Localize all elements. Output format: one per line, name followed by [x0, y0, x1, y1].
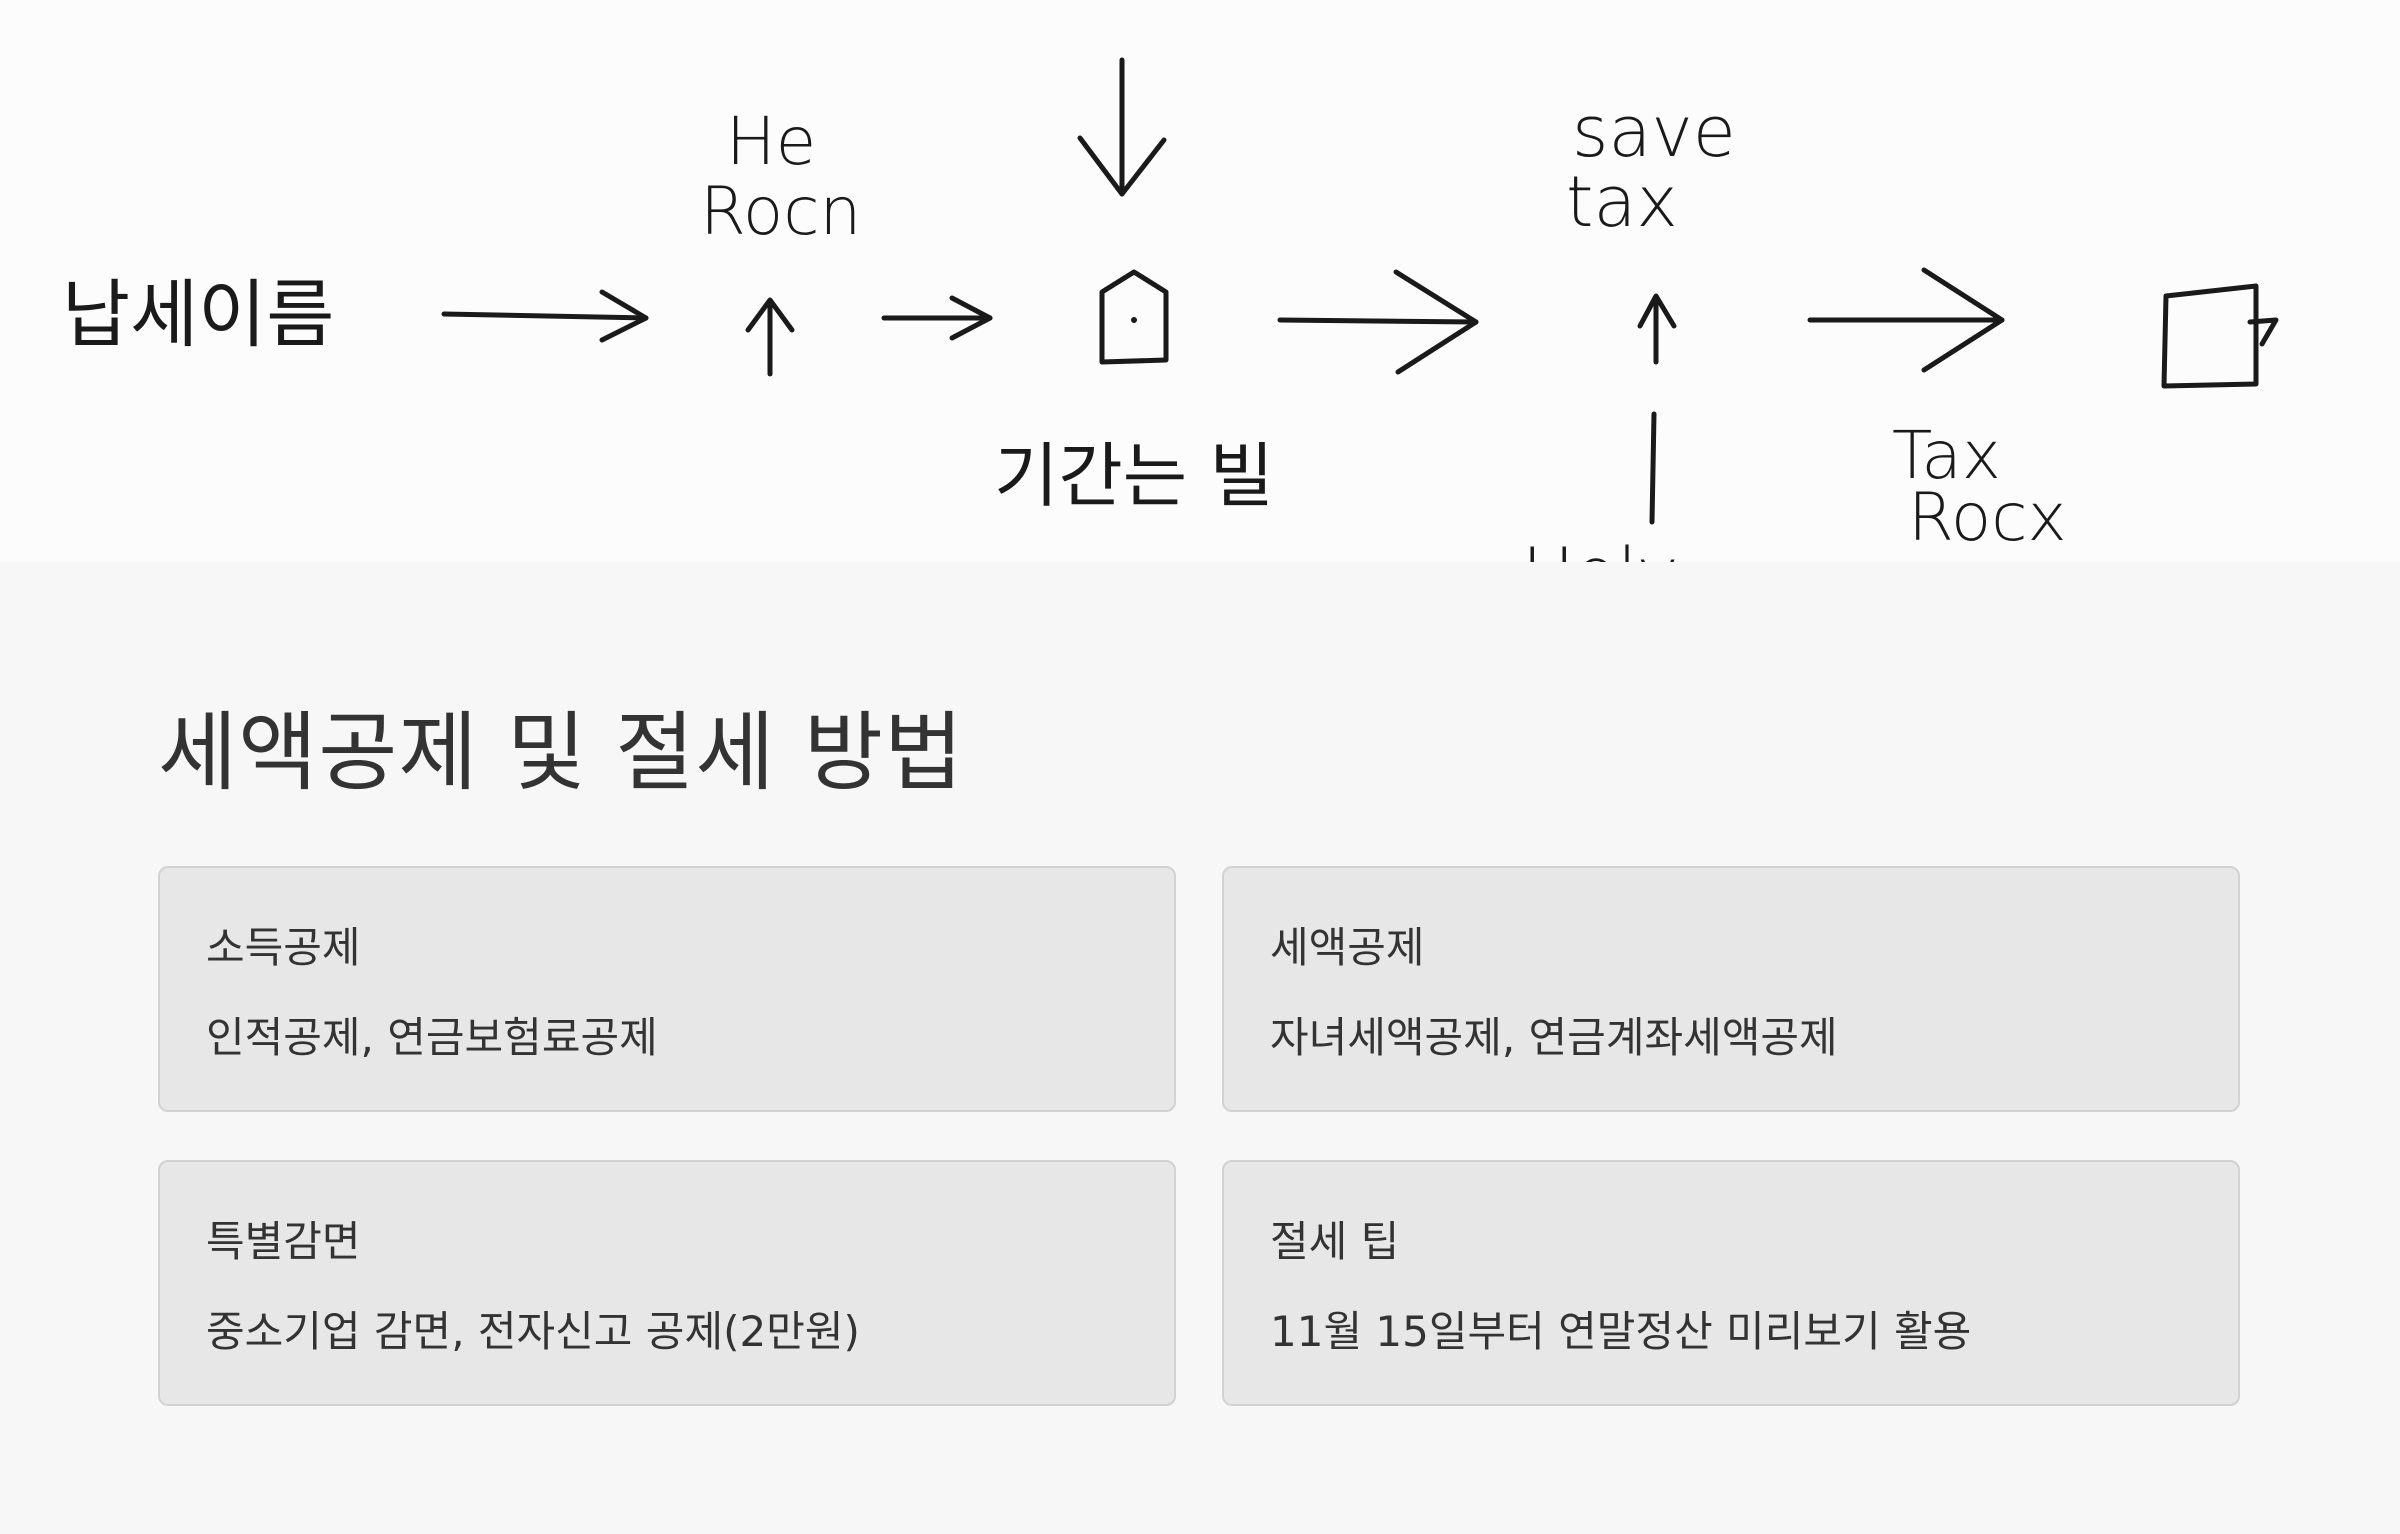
sketch-label-tax: tax [1566, 161, 1678, 243]
card-title: 소득공제 [206, 923, 361, 972]
card-body: 11월 15일부터 연말정산 미리보기 활용 [1270, 1307, 1972, 1356]
card-tax-credit: 세액공제 자녀세액공제, 연금계좌세액공제 [1222, 866, 2240, 1112]
sketch-label-rocx: Rocx [1908, 479, 2067, 556]
sketch-arrow-up-1 [745, 297, 795, 377]
box-icon [2161, 283, 2279, 389]
card-title: 세액공제 [1270, 923, 1425, 972]
card-body: 중소기업 감면, 전자신고 공제(2만원) [206, 1307, 860, 1356]
card-body: 자녀세액공제, 연금계좌세액공제 [1270, 1013, 1838, 1062]
sketch-arrow-right-1 [441, 289, 649, 343]
sketch-arrow-down [1077, 57, 1167, 197]
card-title: 절세 팁 [1270, 1217, 1400, 1266]
hero-sketch-image: 납세이름 He Rocn 기간는 빌 [0, 0, 2400, 562]
card-body: 인적공제, 연금보험료공제 [206, 1013, 658, 1062]
sketch-label-rocn: Rocn [700, 173, 861, 250]
sketch-label-below-house: 기간는 빌 [994, 435, 1274, 517]
sketch-label-start: 납세이름 [62, 272, 334, 358]
sketch-label-tax-2: Tax [1892, 417, 2001, 494]
content-section: 세액공제 및 절세 방법 소득공제 인적공제, 연금보험료공제 세액공제 자녀세… [0, 562, 2400, 1534]
sketch-label-save: save [1572, 91, 1736, 173]
section-title: 세액공제 및 절세 방법 [158, 703, 965, 803]
card-title: 특별감면 [206, 1217, 361, 1266]
tax-flow-sketch: 납세이름 He Rocn 기간는 빌 [62, 57, 2279, 562]
card-special-reduction: 특별감면 중소기업 감면, 전자신고 공제(2만원) [158, 1160, 1176, 1406]
sketch-label-he: He [726, 103, 816, 180]
card-income-deduction: 소득공제 인적공제, 연금보험료공제 [158, 866, 1176, 1112]
sketch-arrow-right-4 [1807, 267, 2005, 373]
sketch-arrow-up-2 [1637, 293, 1677, 525]
sketch-label-bottom-cut: Holy [1522, 533, 1678, 562]
sketch-arrow-right-3 [1277, 269, 1479, 375]
sketch-arrow-right-2 [881, 295, 993, 341]
card-tax-saving-tip: 절세 팁 11월 15일부터 연말정산 미리보기 활용 [1222, 1160, 2240, 1406]
house-icon [1099, 269, 1169, 365]
